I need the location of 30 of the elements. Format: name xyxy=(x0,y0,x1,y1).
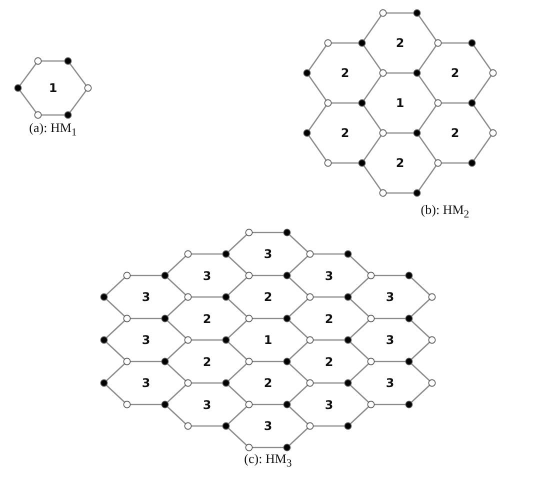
cell-number: 3 xyxy=(142,291,150,303)
cell-number: 3 xyxy=(202,270,212,282)
cell-number: 2 xyxy=(450,127,460,139)
cell-number: 2 xyxy=(202,356,212,368)
cell-number: 2 xyxy=(396,37,404,49)
cell-number: 1 xyxy=(396,97,404,109)
figure-caption: (a): HM$_{1}$ xyxy=(29,120,77,140)
cell-number: 3 xyxy=(386,334,394,346)
cell-number: 3 xyxy=(386,377,394,389)
figure-caption: (b): HM$_{2}$ xyxy=(420,202,470,222)
cell-number: 2 xyxy=(202,312,212,324)
cell-number: 1 xyxy=(48,82,58,94)
cell-number: 3 xyxy=(142,334,150,346)
cell-number: 2 xyxy=(340,67,350,79)
cell-number: 2 xyxy=(264,377,272,389)
cell-number: 3 xyxy=(264,420,272,432)
cell-number: 2 xyxy=(324,356,334,368)
cell-number: 1 xyxy=(264,334,272,346)
cell-number: 3 xyxy=(324,270,334,282)
cell-number: 2 xyxy=(396,157,404,169)
cell-number: 2 xyxy=(450,67,460,79)
cell-number: 2 xyxy=(340,127,350,139)
cell-number: 3 xyxy=(386,291,394,303)
cell-number: 2 xyxy=(264,291,272,303)
cell-number: 3 xyxy=(324,398,334,410)
cell-number: 3 xyxy=(264,248,272,260)
figure-caption: (c): HM$_{3}$ xyxy=(244,451,292,471)
cell-number: 3 xyxy=(202,398,212,410)
cell-number: 2 xyxy=(324,312,334,324)
cell-number: 3 xyxy=(142,377,150,389)
